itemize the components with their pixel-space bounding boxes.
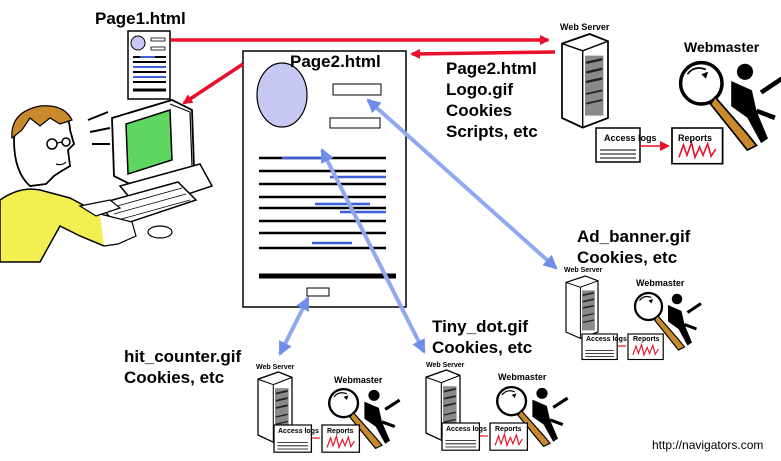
main-server-items: Page2.html Logo.gif Cookies Scripts, etc xyxy=(446,58,538,142)
main-web-server-group: Web Server Webmaster Access logs Reports xyxy=(560,22,781,165)
counter-server-items: hit_counter.gif Cookies, etc xyxy=(124,346,241,388)
page2-image-placeholder xyxy=(256,62,308,128)
tiny-dot-server-group: Web Server Webmaster Access logs Reports xyxy=(425,362,570,451)
ad-item-banner: Ad_banner.gif xyxy=(577,227,691,246)
tiny-dot-exchange-arrow xyxy=(320,148,426,354)
main-webmaster-label: Webmaster xyxy=(684,39,760,55)
arrow-page2-to-user xyxy=(182,62,244,105)
ad-banner-exchange-arrow xyxy=(366,98,558,270)
tiny-item-cookies: Cookies, etc xyxy=(432,338,533,357)
counter-server-label: Web Server xyxy=(256,364,295,371)
counter-webmaster-label: Webmaster xyxy=(334,375,383,385)
tiny-reports-label: Reports xyxy=(495,426,522,433)
page1-document xyxy=(127,30,171,100)
tiny-server-items: Tiny_dot.gif Cookies, etc xyxy=(432,316,532,358)
ad-server-icon xyxy=(565,275,599,340)
main-access-logs-label: Access logs xyxy=(604,133,657,143)
ad-server-label: Web Server xyxy=(564,267,603,274)
main-item-logo: Logo.gif xyxy=(446,80,514,99)
ad-webmaster-label: Webmaster xyxy=(636,278,685,288)
ad-access-logs-label: Access logs xyxy=(586,336,627,343)
ad-reports-label: Reports xyxy=(633,336,660,343)
source-url: http://navigators.com xyxy=(652,438,764,452)
counter-item-cookies: Cookies, etc xyxy=(124,368,225,387)
response-arrow-server-to-page2 xyxy=(410,48,556,59)
counter-reports-label: Reports xyxy=(327,428,354,435)
main-item-page2: Page2.html xyxy=(446,59,537,78)
ad-banner-server-group: Web Server Webmaster Access logs Reports xyxy=(564,267,703,361)
page2-title: Page2.html xyxy=(290,52,381,71)
page1-title: Page1.html xyxy=(95,9,186,28)
main-item-cookies: Cookies xyxy=(446,101,513,120)
hit-counter-server-group: Web Server Webmaster Access logs Reports xyxy=(256,364,402,453)
ad-item-cookies: Cookies, etc xyxy=(577,248,678,267)
main-item-scripts: Scripts, etc xyxy=(446,122,538,141)
counter-access-logs-label: Access logs xyxy=(278,428,319,435)
hit-counter-exchange-arrow xyxy=(278,296,310,356)
counter-item-gif: hit_counter.gif xyxy=(124,347,242,366)
main-server-icon xyxy=(560,32,610,129)
tiny-access-logs-label: Access logs xyxy=(446,426,487,433)
tiny-webmaster-label: Webmaster xyxy=(498,372,547,382)
user-at-computer-illustration xyxy=(0,99,214,263)
main-reports-label: Reports xyxy=(678,133,712,143)
tiny-server-label: Web Server xyxy=(426,362,465,369)
tiny-item-dot: Tiny_dot.gif xyxy=(432,317,529,336)
main-server-label: Web Server xyxy=(560,22,610,32)
ad-server-items: Ad_banner.gif Cookies, etc xyxy=(577,226,690,268)
